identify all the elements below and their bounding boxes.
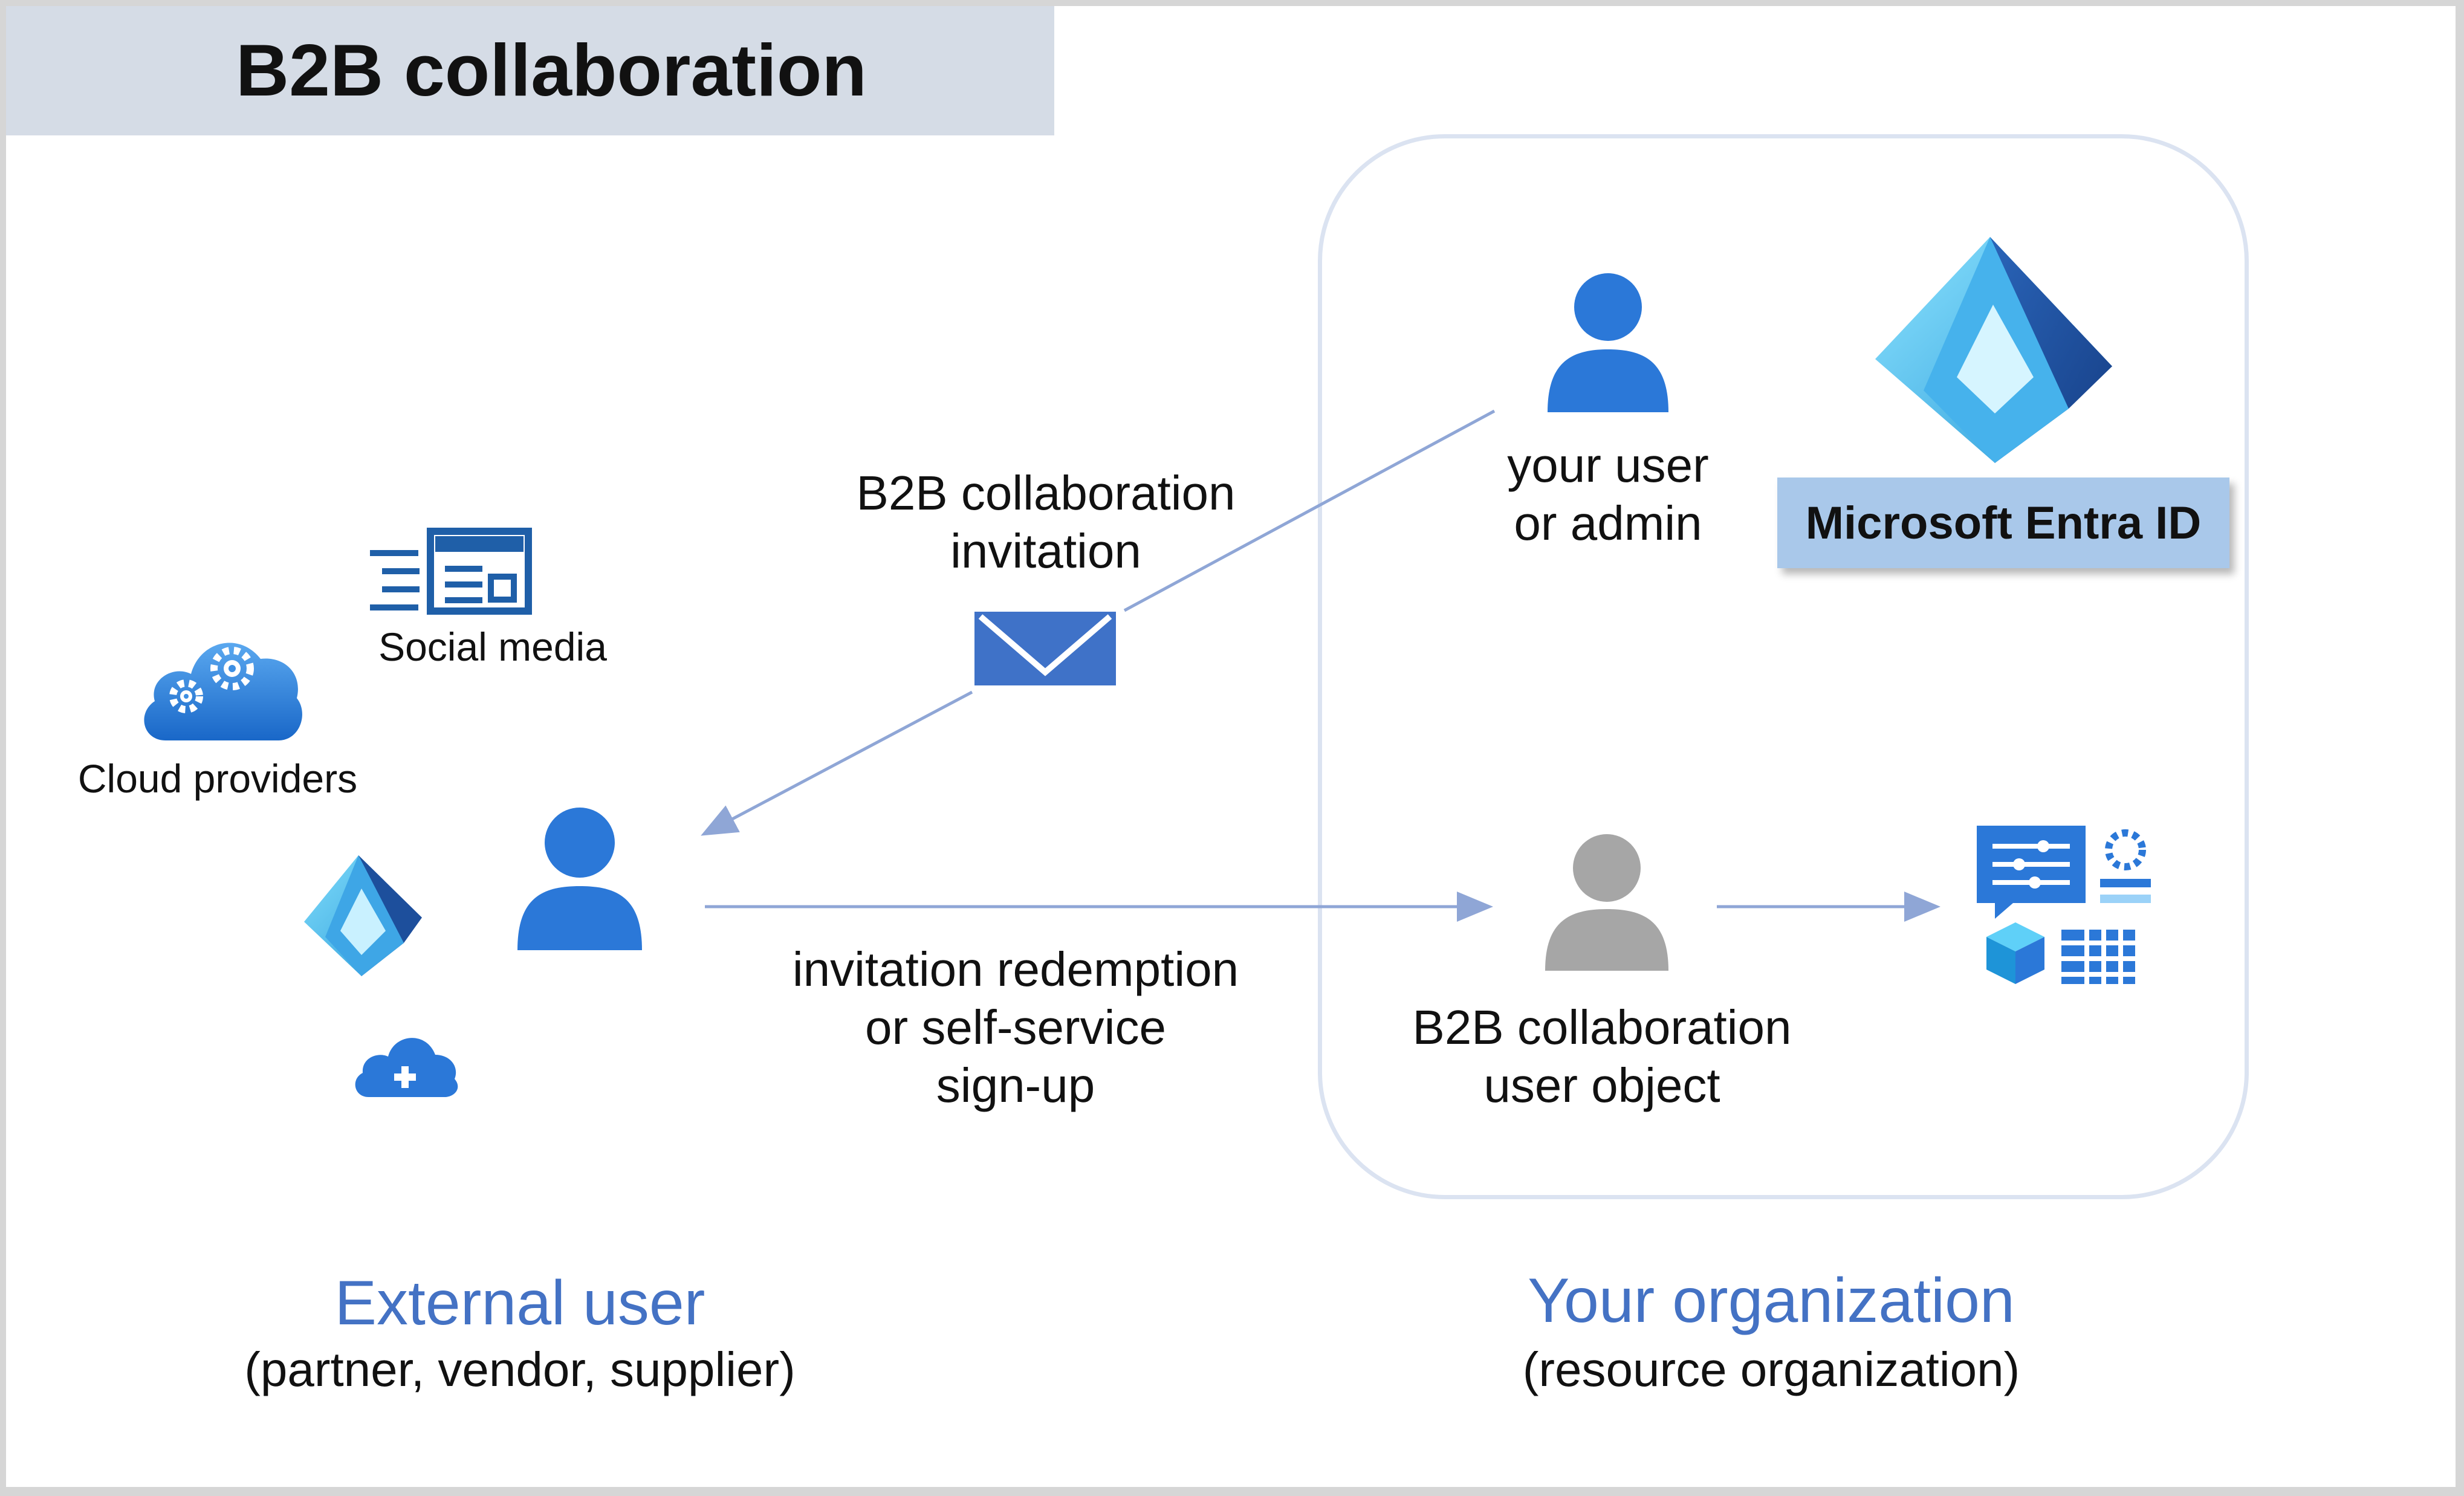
microsoft-entra-id-label: Microsoft Entra ID [1777, 478, 2229, 568]
page-title: B2B collaboration [236, 29, 867, 111]
user-label-line2: or admin [1514, 496, 1702, 550]
cloud-providers-label: Cloud providers [77, 756, 358, 801]
external-user-icon [517, 808, 642, 950]
redemption-label-line1: invitation redemption [792, 942, 1239, 996]
social-media-label: Social media [378, 624, 607, 669]
user-object-label-line1: B2B collaboration [1412, 1000, 1792, 1054]
cloud-gear-icon [144, 643, 302, 740]
guest-user-icon [1545, 834, 1668, 971]
social-media-icon [370, 528, 532, 615]
redemption-label-line2: or self-service [865, 1000, 1166, 1054]
cloud-plus-icon [355, 1038, 458, 1097]
org-user-icon [1548, 273, 1668, 412]
invitation-label-line1: B2B collaboration [856, 466, 1236, 520]
resources-icon [1977, 826, 2151, 984]
user-object-label-line2: user object [1483, 1058, 1720, 1112]
your-organization-title: Your organization [1528, 1266, 2015, 1336]
header-band [6, 6, 1054, 135]
invitation-label-line2: invitation [950, 524, 1141, 578]
redemption-label-line3: sign-up [936, 1058, 1095, 1112]
user-label-line1: your user [1507, 438, 1709, 492]
entra-id-logo-icon [1875, 237, 2112, 463]
entra-id-small-icon [304, 855, 422, 976]
your-organization-subtitle: (resource organization) [1522, 1342, 2020, 1396]
external-user-title: External user [334, 1268, 705, 1338]
invitation-arrow-upper [1123, 409, 1496, 612]
organization-boundary [1318, 134, 2249, 1199]
diagram-frame [6, 6, 2456, 1487]
invitation-arrow-lower [701, 690, 973, 836]
envelope-icon [974, 612, 1116, 685]
external-user-subtitle: (partner, vendor, supplier) [244, 1342, 796, 1396]
